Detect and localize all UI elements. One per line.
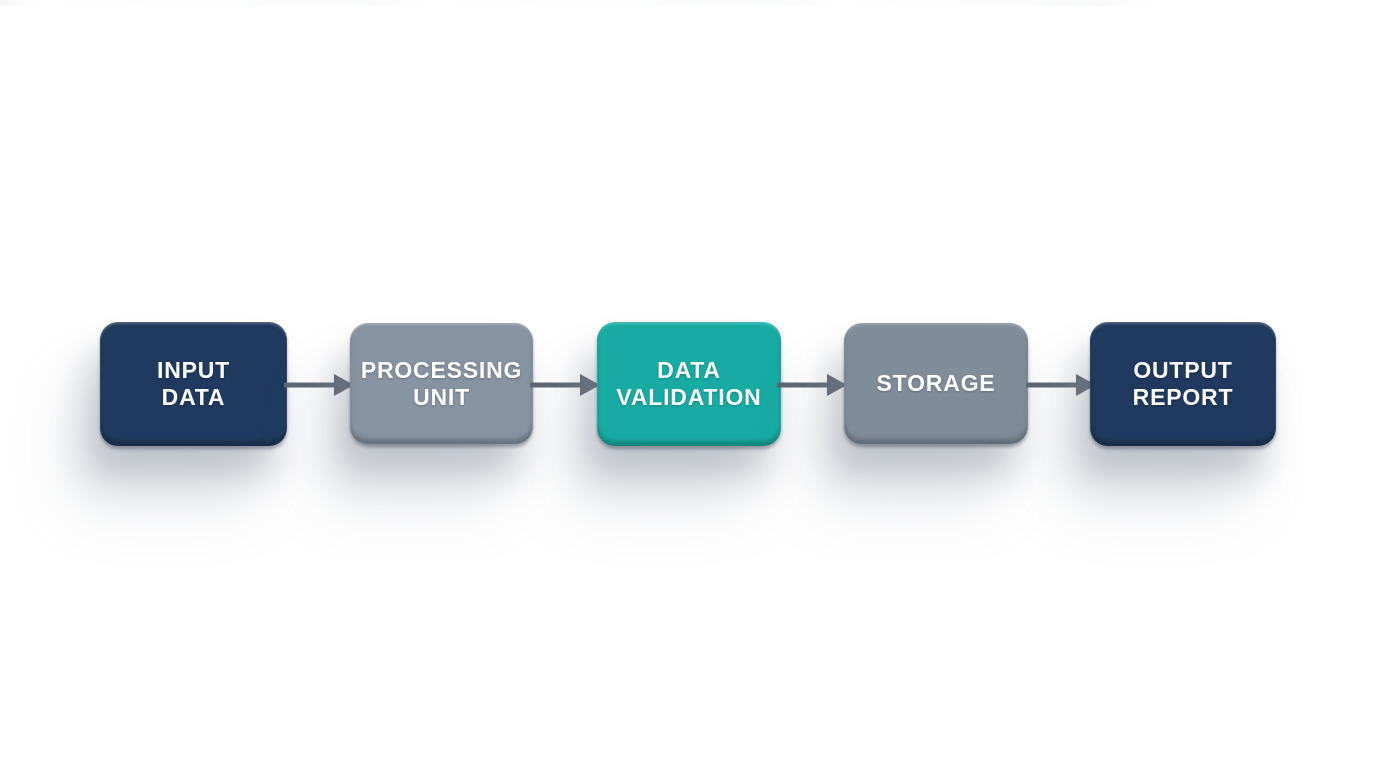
arrow-storage-to-output — [1026, 369, 1096, 401]
node-input-data: INPUT DATA — [100, 322, 287, 446]
arrow-validation-to-storage — [777, 369, 847, 401]
label-line: DATA — [161, 384, 226, 410]
label-line: INPUT — [157, 357, 230, 383]
top-edge-artifacts — [0, 0, 1376, 6]
node-output-report-label: OUTPUT REPORT — [1133, 357, 1234, 411]
right-arrow-icon — [530, 374, 600, 396]
label-line: STORAGE — [876, 370, 996, 396]
arrow-input-to-processing — [284, 369, 354, 401]
node-processing-unit: PROCESSING UNIT — [350, 323, 533, 444]
right-arrow-icon — [777, 374, 847, 396]
label-line: PROCESSING — [360, 356, 523, 383]
label-line: OUTPUT — [1133, 357, 1233, 383]
node-data-validation: DATA VALIDATION — [597, 322, 781, 446]
node-processing-unit-label: PROCESSING UNIT — [361, 357, 522, 411]
label-line: REPORT — [1132, 384, 1234, 410]
right-arrow-icon — [284, 374, 354, 396]
node-storage-label: STORAGE — [877, 370, 996, 397]
node-data-validation-label: DATA VALIDATION — [616, 357, 761, 411]
node-output-report: OUTPUT REPORT — [1090, 322, 1276, 446]
right-arrow-icon — [1026, 374, 1096, 396]
label-line: VALIDATION — [616, 384, 762, 410]
node-storage: STORAGE — [844, 323, 1028, 444]
label-line: UNIT — [413, 383, 470, 410]
arrow-processing-to-validation — [530, 369, 600, 401]
node-input-data-label: INPUT DATA — [157, 357, 230, 411]
label-line: DATA — [657, 357, 721, 383]
